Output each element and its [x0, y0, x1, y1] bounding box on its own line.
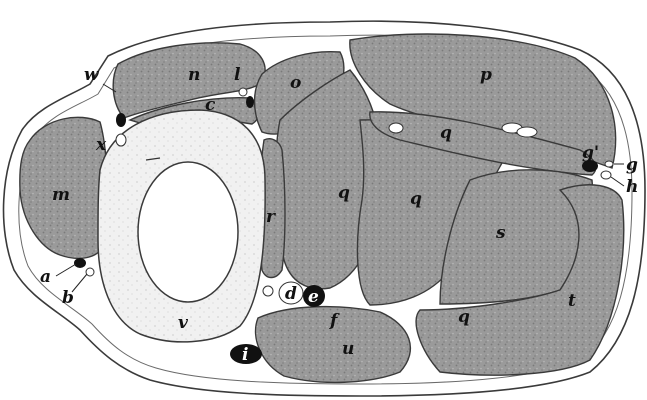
vessel-l-light — [239, 88, 247, 96]
vessel-q-light — [389, 123, 403, 133]
label-n: n — [188, 65, 200, 85]
label-c: c — [205, 95, 216, 115]
vessel-g — [605, 161, 613, 167]
label-o: o — [290, 73, 301, 93]
label-b: b — [62, 288, 74, 308]
vessel-small-left — [263, 286, 273, 296]
label-g: g — [626, 155, 638, 175]
label-q-middle: q — [410, 189, 422, 209]
vessel-strip-2 — [517, 127, 537, 137]
label-h: h — [626, 177, 638, 197]
label-l: l — [234, 65, 241, 85]
label-q-bottom: q — [458, 307, 470, 327]
vessel-b — [86, 268, 94, 276]
label-v: v — [178, 313, 189, 333]
label-g-prime: g' — [582, 143, 599, 163]
label-i: i — [242, 345, 248, 365]
vessel-x-light — [116, 134, 126, 146]
marrow-cavity — [138, 162, 238, 302]
label-s: s — [495, 223, 506, 243]
label-a: a — [40, 267, 51, 287]
label-d: d — [285, 284, 297, 304]
label-p: p — [480, 65, 492, 85]
label-u: u — [342, 339, 354, 359]
vessel-x-dark — [116, 113, 126, 127]
label-x: x — [95, 135, 107, 155]
label-q-strip: q — [440, 123, 452, 143]
vessel-l-dark — [246, 96, 254, 108]
label-q-left: q — [338, 183, 350, 203]
label-r: r — [266, 207, 276, 227]
label-e: e — [308, 287, 319, 307]
label-m: m — [52, 185, 70, 205]
label-w: w — [84, 65, 100, 85]
label-t: t — [568, 291, 576, 311]
vessel-a — [74, 258, 86, 268]
vessel-h — [601, 171, 611, 179]
